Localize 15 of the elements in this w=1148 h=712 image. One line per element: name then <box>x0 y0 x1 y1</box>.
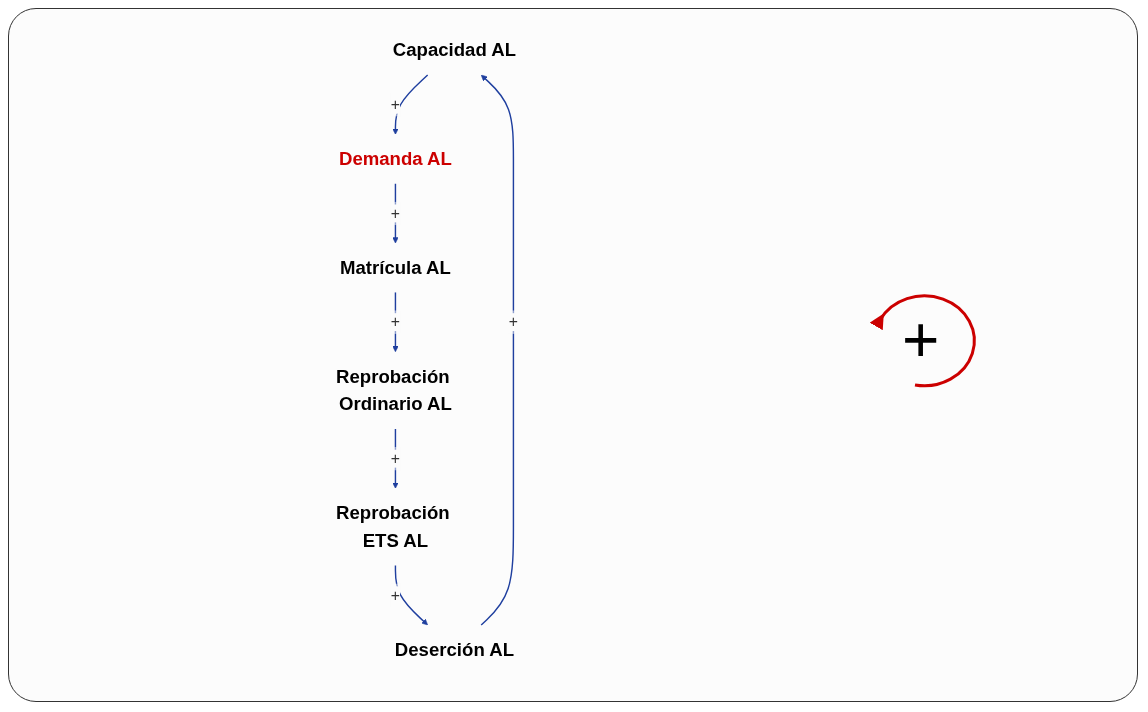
node-text: Deserción AL <box>394 638 515 660</box>
node-text: Reprobación ETS AL <box>336 501 450 552</box>
node-text: Reprobación Ordinario AL <box>336 365 452 415</box>
node-text: Capacidad AL <box>392 39 517 61</box>
node-text: Demanda AL <box>338 148 452 170</box>
arrow <box>394 564 428 626</box>
arrow <box>480 74 515 626</box>
edge-label: + <box>390 95 401 114</box>
node-text: Matrícula AL <box>340 256 451 279</box>
edge-label: + <box>390 204 401 223</box>
edge-label: + <box>508 313 519 332</box>
edge-label: + <box>390 586 401 605</box>
edge-label: + <box>390 449 401 468</box>
loop-polarity-sign: + <box>902 308 940 372</box>
edge-label: + <box>390 313 401 332</box>
